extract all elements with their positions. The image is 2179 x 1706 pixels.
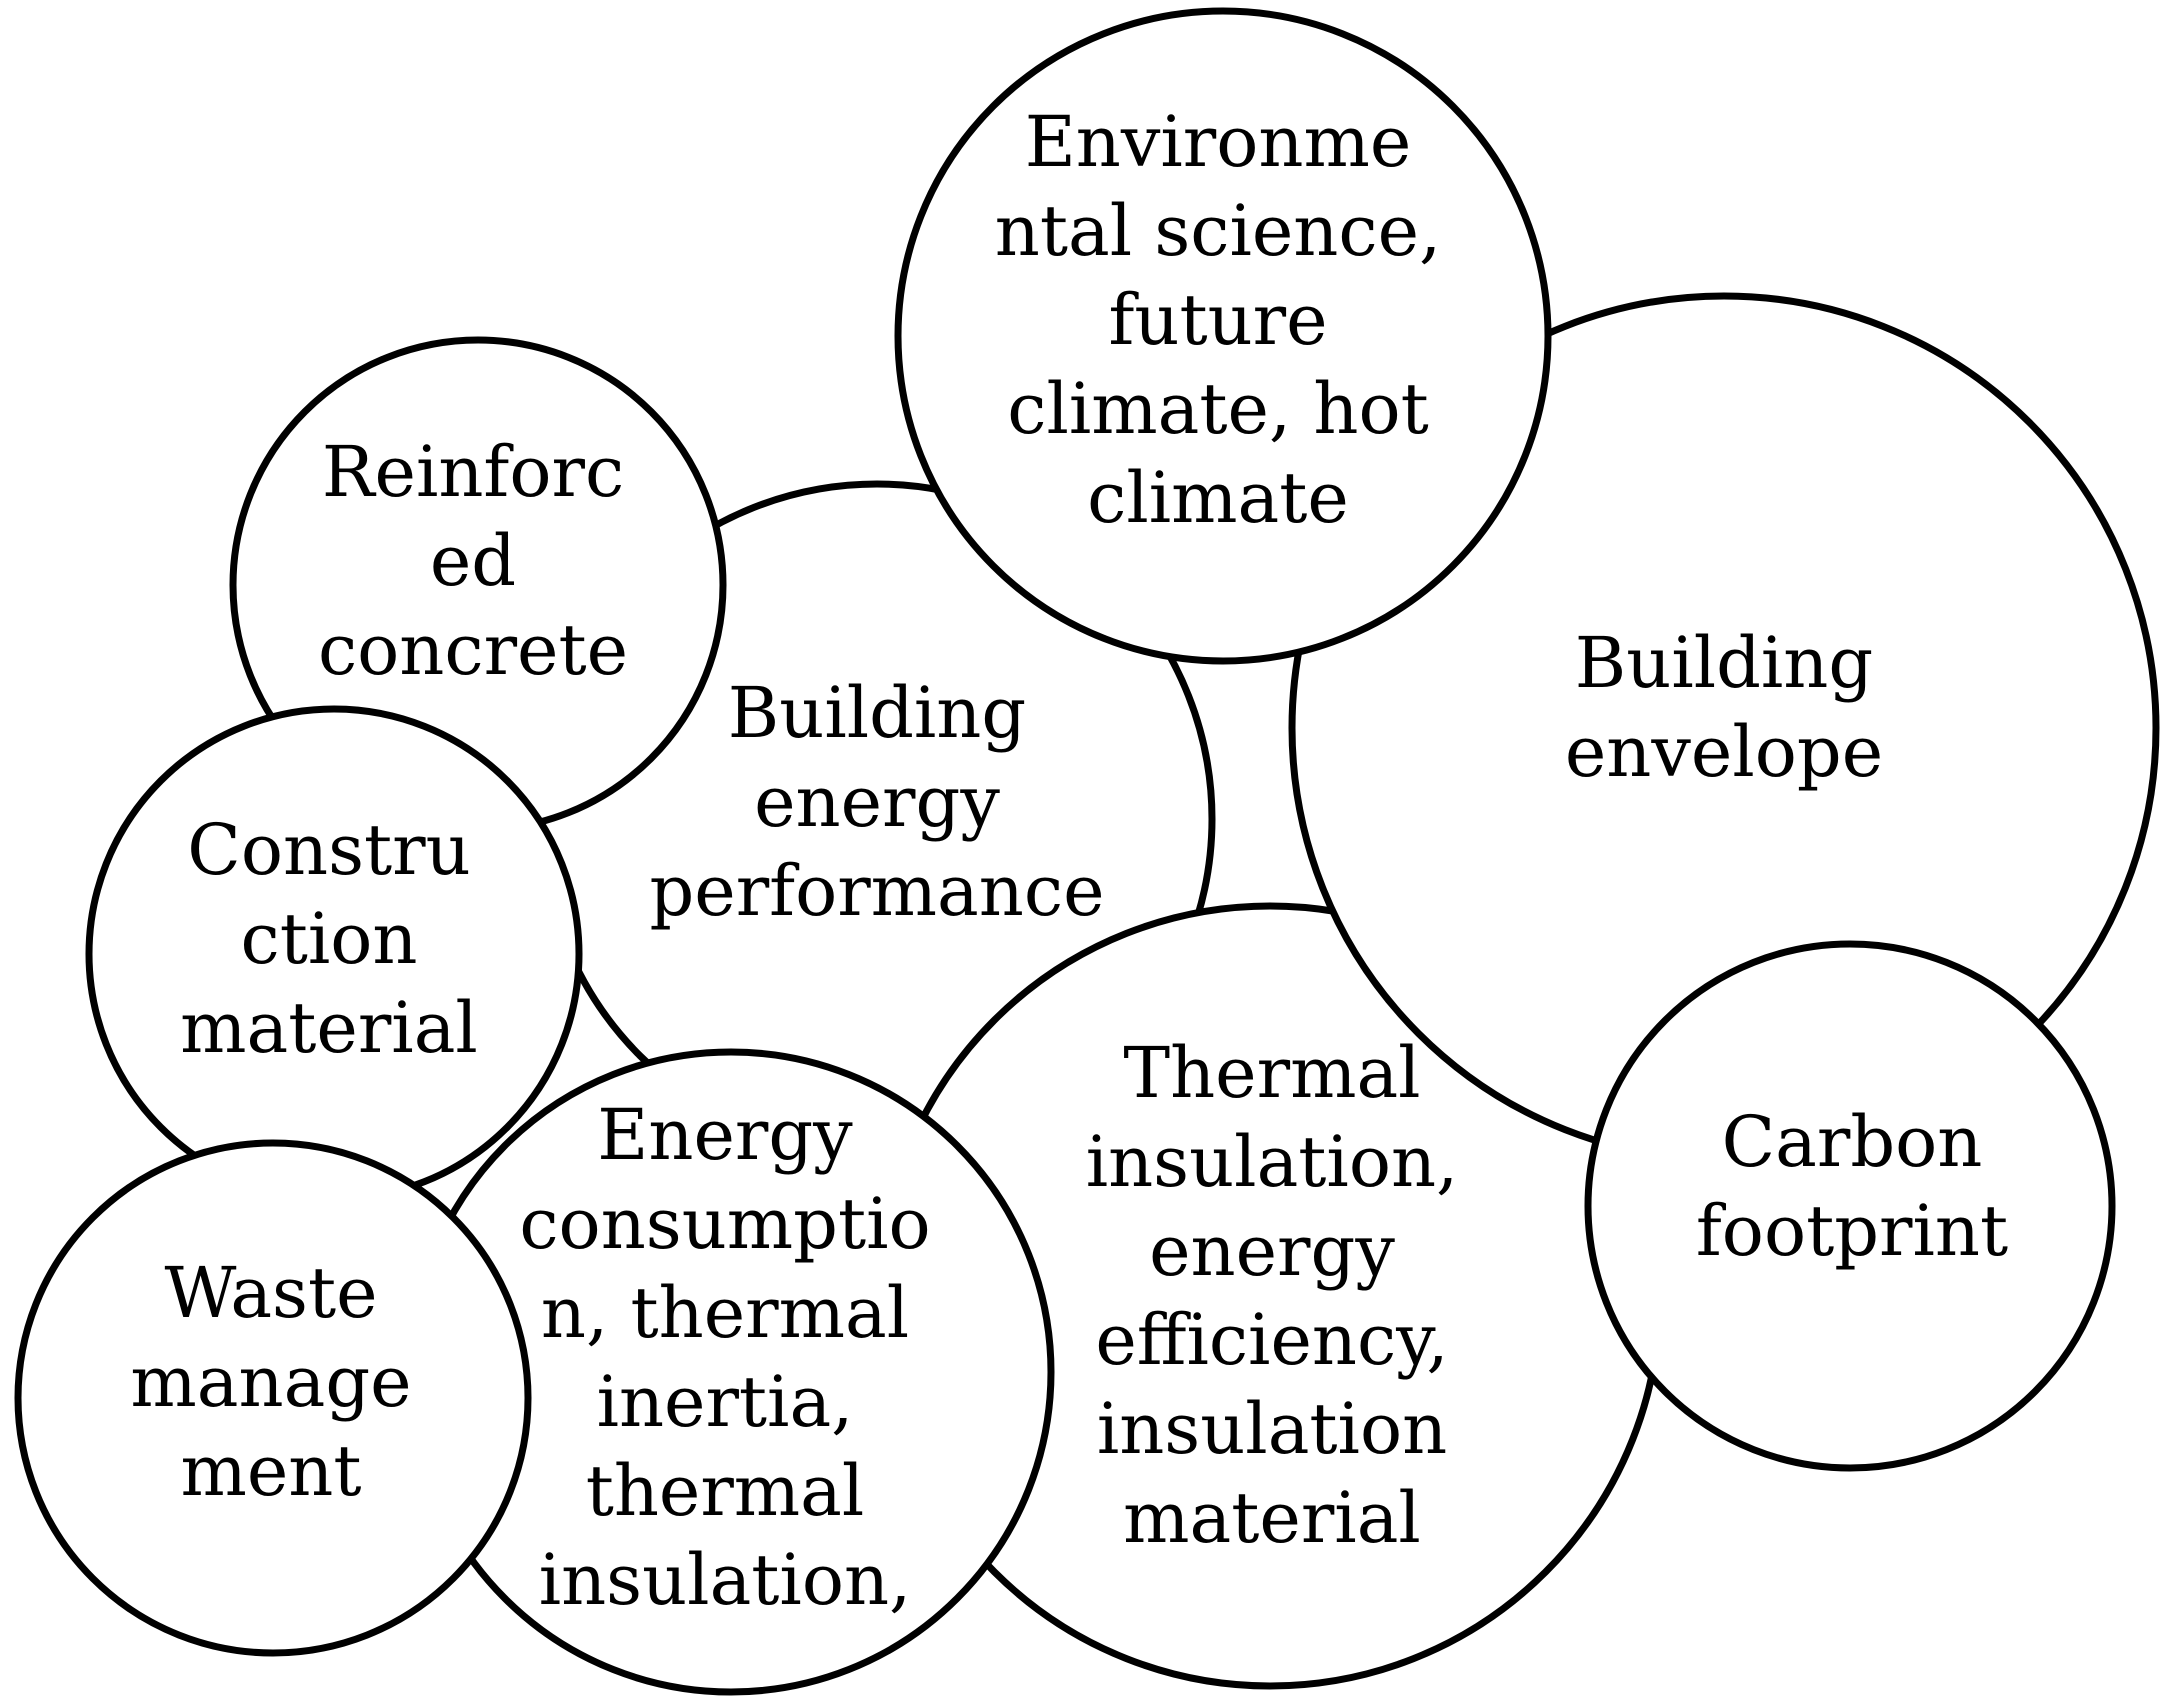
bubble-label-building-envelope-line-1: Building [1575, 622, 1873, 704]
bubble-label-thermal-insulation-line-6: material [1123, 1477, 1421, 1559]
bubble-label-waste-management-line-3: ment [180, 1430, 361, 1512]
bubble-circle-waste-management [14, 1139, 532, 1657]
bubble-circle-carbon-footprint [1584, 940, 2116, 1472]
bubble-label-carbon-footprint-line-2: footprint [1696, 1190, 2008, 1272]
bubble-label-reinforced-concrete-line-3: concrete [318, 609, 628, 691]
bubble-label-reinforced-concrete-line-2: ed [430, 520, 516, 602]
bubble-label-energy-consumption-line-6: insulation, [539, 1539, 912, 1621]
bubble-label-environmental-science-line-1: Environme [1025, 101, 1412, 183]
bubble-label-construction-material-line-1: Constru [187, 809, 470, 891]
bubble-label-environmental-science-line-2: ntal science, [995, 190, 1442, 272]
bubble-label-energy-consumption-line-1: Energy [597, 1094, 853, 1176]
bubble-label-thermal-insulation-line-5: insulation [1097, 1388, 1447, 1470]
bubble-label-construction-material-line-2: ction [241, 898, 418, 980]
bubble-label-building-energy-performance-line-3: performance [649, 850, 1104, 932]
bubble-label-construction-material-line-3: material [180, 987, 478, 1069]
bubble-label-energy-consumption-line-2: consumptio [519, 1183, 930, 1265]
bubble-label-environmental-science-line-4: climate, hot [1007, 368, 1429, 450]
bubble-label-reinforced-concrete-line-1: Reinforc [322, 431, 624, 513]
bubble-label-energy-consumption-line-3: n, thermal [541, 1272, 909, 1354]
bubble-label-building-energy-performance-line-2: energy [754, 761, 1000, 843]
bubble-circle-environmental-science [894, 7, 1552, 665]
bubble-label-thermal-insulation-line-4: efficiency, [1095, 1299, 1448, 1381]
bubble-label-waste-management-line-2: manage [130, 1341, 411, 1423]
bubble-label-thermal-insulation-line-2: insulation, [1086, 1121, 1459, 1203]
bubble-label-building-envelope-line-2: envelope [1565, 711, 1883, 793]
bubble-label-environmental-science-line-3: future [1108, 279, 1327, 361]
bubble-label-energy-consumption-line-4: inertia, [597, 1361, 854, 1443]
bubble-label-environmental-science-line-5: climate [1087, 457, 1349, 539]
bubble-label-thermal-insulation-line-1: Thermal [1123, 1032, 1420, 1114]
bubble-label-waste-management-line-1: Waste [164, 1252, 377, 1334]
bubble-label-carbon-footprint-line-1: Carbon [1722, 1101, 1983, 1183]
bubble-label-thermal-insulation-line-3: energy [1149, 1210, 1395, 1292]
bubble-label-energy-consumption-line-5: thermal [586, 1450, 865, 1532]
bubble-label-building-energy-performance-line-1: Building [728, 672, 1026, 754]
